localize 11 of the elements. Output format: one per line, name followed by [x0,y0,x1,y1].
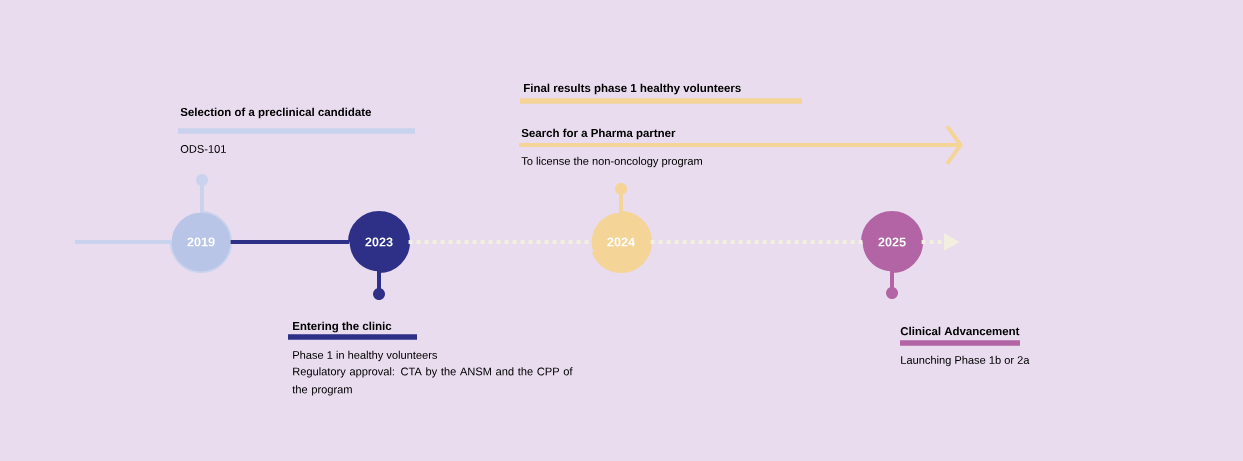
milestone-text: Regulatory approval: CTA by the ANSM and the CPP of the program [292,367,573,396]
milestone-title: Entering the clinic [293,321,392,333]
milestone-title: Selection of a preclinical candidate [180,107,372,119]
timeline-line [230,240,350,244]
milestone-title: Clinical Advancement [900,326,1020,336]
milestone-text: Phase 1 in healthy volunteers [293,350,437,362]
milestone-title: Final results phase 1 healthy volunteers [524,83,741,95]
milestone-title: Search for a Pharma partner [521,128,676,140]
milestone-text: To license the non-oncology program [521,156,702,168]
milestone-text: Launching Phase 1b or 2a [901,355,1030,367]
milestone-text: ODS-101 [180,145,226,153]
